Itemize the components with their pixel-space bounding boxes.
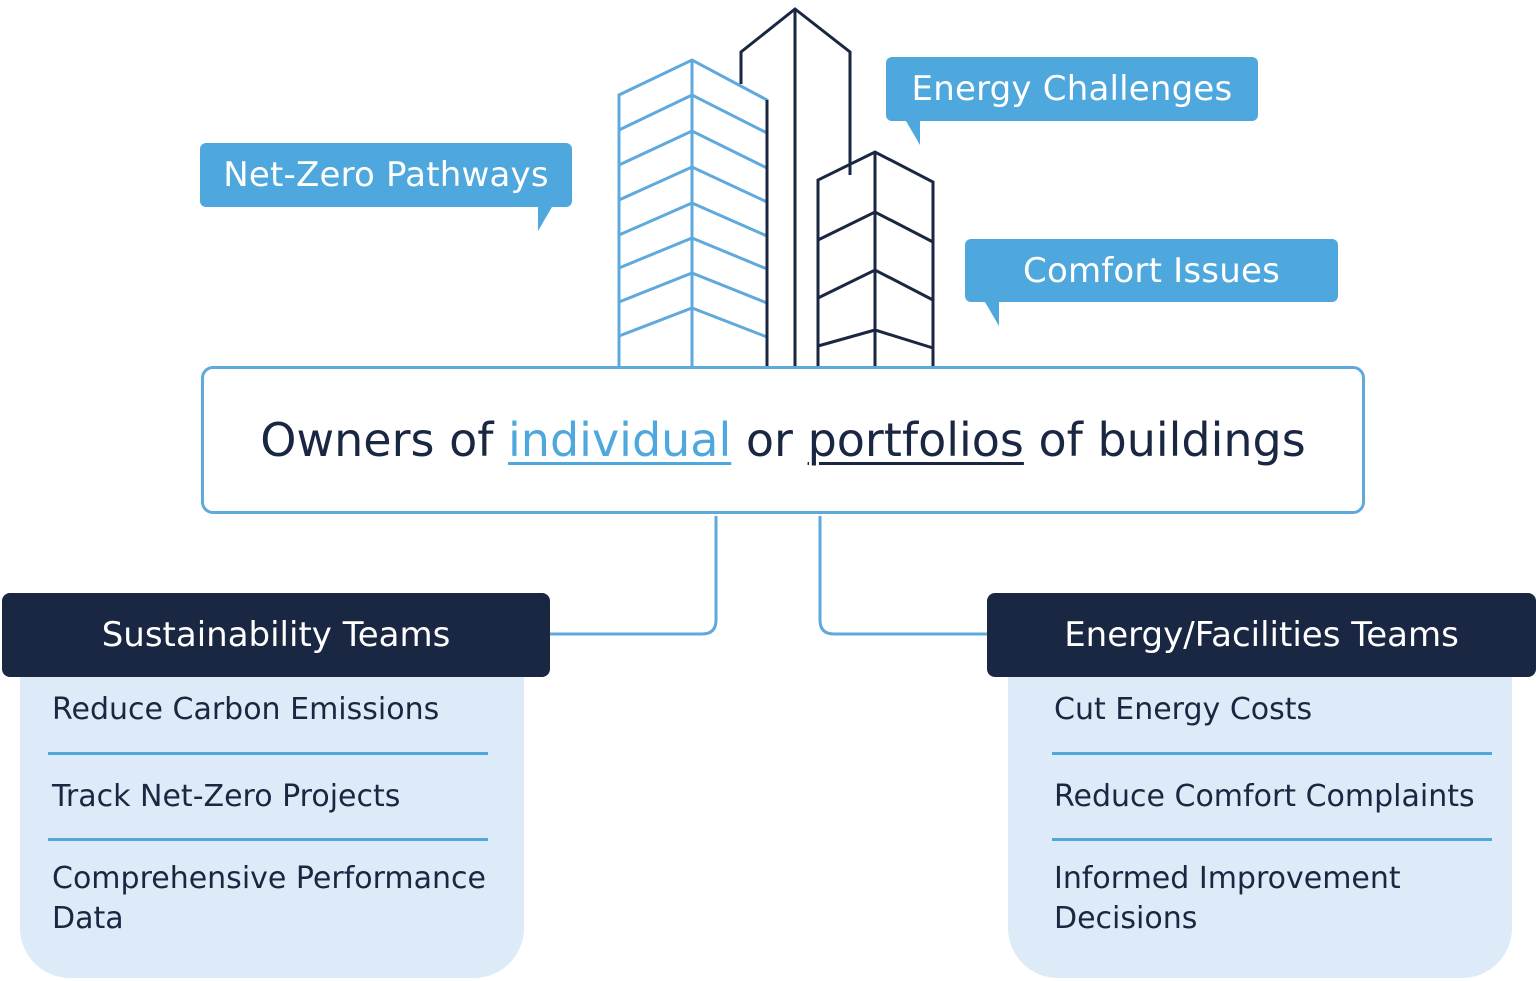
connector-lines xyxy=(550,516,987,636)
goal-divider xyxy=(48,752,488,755)
goal-item: Track Net-Zero Projects xyxy=(52,779,401,814)
goal-divider xyxy=(48,838,488,841)
comfort-issues-bubble: Comfort Issues xyxy=(965,239,1338,326)
bubble-tail xyxy=(906,121,920,145)
net-zero-pathways-label: Net-Zero Pathways xyxy=(223,155,549,195)
statement-highlight-individual: individual xyxy=(508,413,732,467)
statement-middle: or xyxy=(731,413,808,467)
building-owners-statement: Owners of individual or portfolios of bu… xyxy=(201,366,1365,514)
energy-facilities-teams-header: Energy/Facilities Teams xyxy=(987,593,1536,677)
team-title: Sustainability Teams xyxy=(101,615,451,655)
energy-challenges-label: Energy Challenges xyxy=(911,69,1233,109)
building-left-icon xyxy=(617,58,769,366)
goal-divider xyxy=(1052,838,1492,841)
sustainability-teams-panel: Reduce Carbon Emissions Track Net-Zero P… xyxy=(20,660,524,978)
goal-divider xyxy=(1052,752,1492,755)
goal-item: Reduce Carbon Emissions xyxy=(52,692,440,727)
connector-left xyxy=(550,516,718,636)
energy-challenges-bubble: Energy Challenges xyxy=(886,57,1258,145)
goal-item: Comprehensive Performance Data xyxy=(52,861,487,936)
goal-item: Cut Energy Costs xyxy=(1054,692,1313,727)
sustainability-teams-header: Sustainability Teams xyxy=(2,593,550,677)
net-zero-pathways-bubble: Net-Zero Pathways xyxy=(200,143,572,231)
team-title: Energy/Facilities Teams xyxy=(1064,615,1459,655)
statement-suffix: of buildings xyxy=(1023,413,1306,467)
energy-facilities-teams-panel: Cut Energy Costs Reduce Comfort Complain… xyxy=(1008,660,1512,978)
statement-highlight-portfolios: portfolios xyxy=(807,413,1024,467)
bubble-tail xyxy=(538,207,552,231)
bubble-tail xyxy=(985,302,999,326)
goal-item: Reduce Comfort Complaints xyxy=(1054,779,1475,814)
statement-prefix: Owners of xyxy=(260,413,509,467)
building-center-icon xyxy=(739,7,852,366)
building-right-icon xyxy=(816,150,935,366)
goal-item: Informed Improvement Decisions xyxy=(1054,861,1401,936)
connector-right xyxy=(818,516,987,636)
comfort-issues-label: Comfort Issues xyxy=(1023,250,1280,291)
